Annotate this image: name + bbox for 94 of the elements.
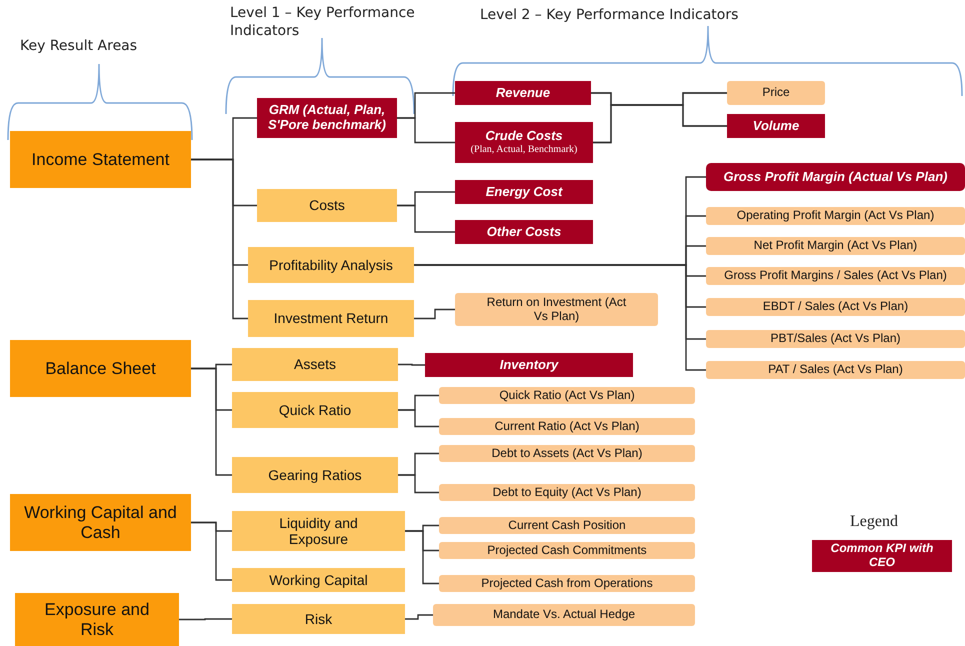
node-label: Balance Sheet [45,358,156,378]
connector-line [191,158,248,320]
common-kpi-box [455,122,593,163]
node-label: Mandate Vs. Actual Hedge [492,608,636,622]
node-label: Exposure and Risk [44,600,150,640]
connector-line [398,474,439,494]
common-kpi-box [455,220,593,244]
node-label: Crude Costs [485,129,563,144]
common-kpi-box [455,180,593,204]
level-one-kpi-box [232,348,398,381]
node-label: Debt to Assets (Act Vs Plan) [492,446,642,460]
node-label: Revenue [496,86,550,100]
connector-line [179,618,232,620]
node-label: Income Statement [32,150,170,170]
level-one-kpi-box [232,568,405,592]
level-two-kpi-box [455,293,658,326]
level-two-kpi-box [439,445,695,462]
connector-line [405,614,433,620]
connector-line [414,308,455,320]
key-result-area-box [10,340,191,397]
level-one-kpi-box [248,247,414,283]
node-label: Current Cash Position [508,518,626,532]
connector-line [414,264,706,371]
connector-line [398,364,425,366]
level-two-kpi-box [439,575,695,592]
section-heading: Level 2 – Key Performance Indicators [480,7,738,24]
legend-label: Common KPI with CEO [830,542,934,570]
node-label: Working Capital [269,572,368,588]
node-label: Working Capital and Cash [23,502,178,542]
level-two-kpi-box [706,207,965,225]
node-label: Current Ratio (Act Vs Plan) [494,420,640,434]
level-two-kpi-box [439,484,695,501]
level-two-kpi-box [727,81,825,105]
node-label: Investment Return [274,310,388,327]
level-one-kpi-box [232,511,405,551]
node-label: Volume [752,118,800,134]
node-label: Energy Cost [486,184,562,200]
level-two-kpi-box [706,267,965,285]
section-heading: Level 1 – Key Performance Indicators [230,5,416,40]
node-label: Net Profit Margin (Act Vs Plan) [754,239,918,253]
node-label: Quick Ratio [278,402,352,418]
level-two-kpi-box [439,517,695,534]
common-kpi-box [257,98,397,138]
common-kpi-box [425,353,633,377]
level-two-kpi-box [706,298,965,316]
node-label: Profitability Analysis [269,256,393,274]
level-one-kpi-box [232,457,398,493]
key-result-area-box [10,131,191,188]
node-label: Return on Investment (Act Vs Plan) [486,296,628,324]
node-label: Debt to Equity (Act Vs Plan) [492,486,642,500]
level-two-kpi-box [706,237,965,255]
connector-line [397,117,455,144]
level-one-kpi-box [248,300,414,337]
section-heading: Key Result Areas [20,38,138,56]
connector-line [405,530,439,584]
node-label: Gross Profit Margins / Sales (Act Vs Plan) [724,269,947,283]
node-label: Projected Cash Commitments [487,544,647,558]
node-label: Quick Ratio (Act Vs Plan) [499,388,635,402]
level-one-kpi-box [257,189,397,222]
level-two-kpi-box [433,604,695,626]
connector-line [397,204,455,233]
node-label: Gross Profit Margin (Actual Vs Plan) [724,170,948,184]
connector-line [593,104,727,144]
node-label: Liquidity and Exposure [278,514,359,548]
node-subtitle: (Plan, Actual, Benchmark) [470,144,578,156]
node-label: PBT/Sales (Act Vs Plan) [770,332,901,346]
node-label: Gearing Ratios [268,466,362,484]
level-one-kpi-box [232,604,405,634]
level-two-kpi-box [706,361,965,379]
connector-line [398,409,439,428]
connector-line [191,522,232,581]
level-two-kpi-box [439,387,695,404]
node-label: Price [762,86,790,100]
node-label: Risk [304,610,332,628]
common-kpi-box [727,114,825,138]
level-one-kpi-box [232,392,398,428]
node-label: PAT / Sales (Act Vs Plan) [768,363,903,377]
node-label: Operating Profit Margin (Act Vs Plan) [736,209,934,223]
common-kpi-box [455,81,591,105]
node-label: GRM (Actual, Plan, S'Pore benchmark) [267,103,387,133]
legend-title: Legend [850,512,898,532]
node-label: Inventory [500,358,558,372]
node-label: Assets [294,356,336,373]
common-kpi-box [706,163,965,191]
node-label: Other Costs [486,224,562,240]
key-result-area-box [15,593,179,646]
key-result-area-box [10,494,191,551]
level-two-kpi-box [439,418,695,435]
node-label: Projected Cash from Operations [481,576,653,590]
node-label: EBDT / Sales (Act Vs Plan) [762,300,908,314]
level-two-kpi-box [706,330,965,348]
node-label: Costs [309,197,345,214]
level-two-kpi-box [439,542,695,559]
connector-line [191,368,232,476]
